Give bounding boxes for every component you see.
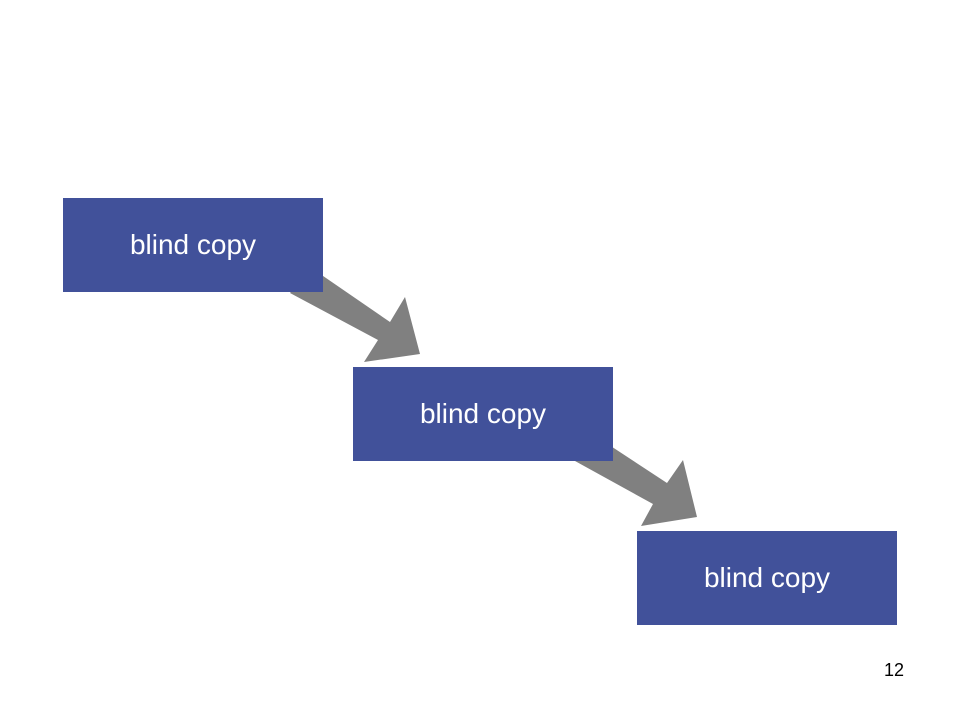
page-number: 12 bbox=[883, 660, 904, 680]
blind-copy-box-1-label: blind copy bbox=[129, 229, 257, 260]
blind-copy-box-1: blind copy bbox=[63, 198, 323, 292]
blind-copy-box-2-label: blind copy bbox=[419, 398, 547, 429]
blind-copy-box-3-label: blind copy bbox=[703, 562, 831, 593]
blind-copy-box-2: blind copy bbox=[353, 367, 613, 461]
blind-copy-box-3: blind copy bbox=[637, 531, 897, 625]
